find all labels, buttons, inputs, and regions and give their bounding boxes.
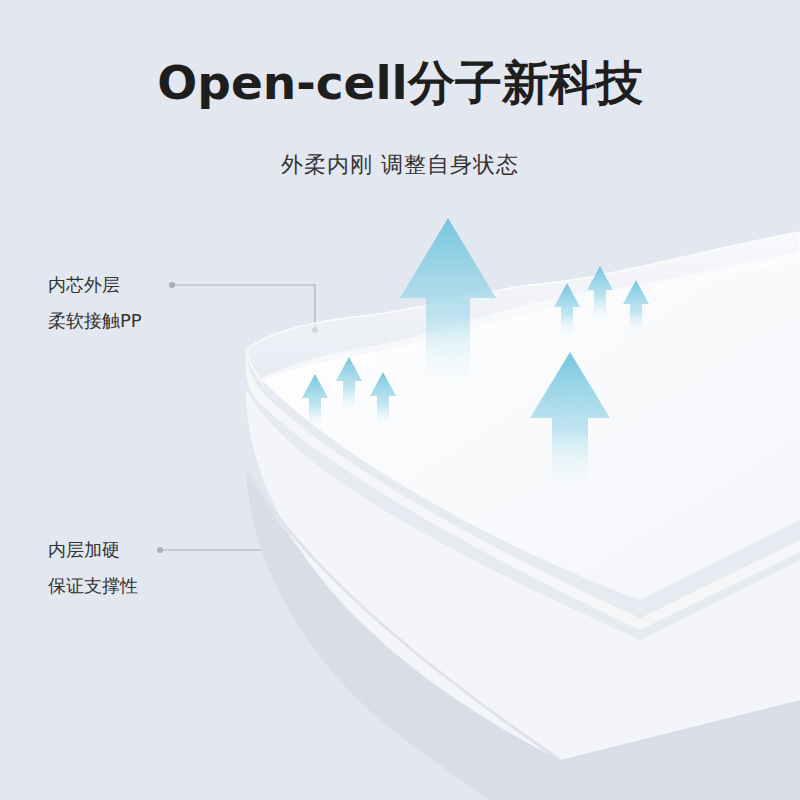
callout-label: 内芯外层 柔软接触PP: [48, 267, 166, 339]
airflow-arrow: [302, 218, 649, 495]
page-title: Open-cell分子新科技: [0, 52, 800, 115]
callout-label: 内层加硬 保证支撑性: [48, 532, 166, 604]
film-front: [246, 350, 800, 630]
subtitle: 外柔内刚 调整自身状态: [0, 150, 800, 180]
outer-film: [246, 232, 800, 382]
